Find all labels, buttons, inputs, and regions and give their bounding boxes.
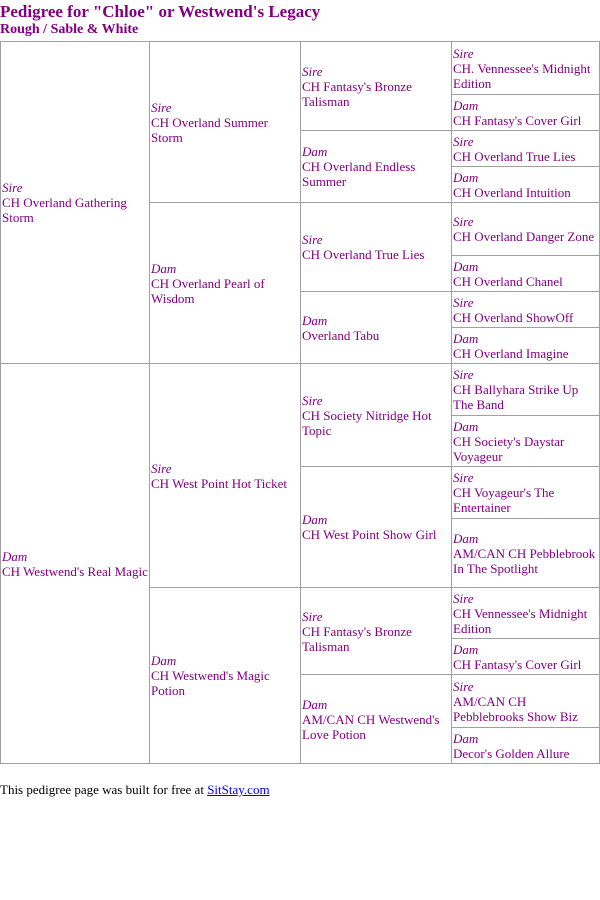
relation-label: Dam <box>453 418 479 434</box>
dog-name: CH Overland Chanel <box>453 273 563 289</box>
gen4-cell: Sire CH Overland ShowOff <box>451 291 600 328</box>
dog-name: CH Ballyhara Strike Up The Band <box>453 382 579 412</box>
gen4-cell: Dam CH Fantasy's Cover Girl <box>451 94 600 131</box>
dog-name: CH Westwend's Real Magic <box>2 563 148 579</box>
dog-name: Decor's Golden Allure <box>453 745 570 761</box>
gen4-cell: Sire AM/CAN CH Pebblebrooks Show Biz <box>451 674 600 728</box>
gen4-cell: Dam AM/CAN CH Pebblebrook In The Spotlig… <box>451 518 600 588</box>
gen3-cell: Dam CH Overland Endless Summer <box>300 130 452 203</box>
gen3-cell: Sire CH Overland True Lies <box>300 202 452 292</box>
gen4-cell: Dam CH Overland Intuition <box>451 166 600 203</box>
dog-name: CH West Point Show Girl <box>302 527 437 542</box>
gen4-cell: Dam Decor's Golden Allure <box>451 727 600 764</box>
dog-name: CH Overland Summer Storm <box>151 114 268 145</box>
sitstay-link[interactable]: SitStay.com <box>207 782 270 797</box>
gen2-cell: Dam CH Westwend's Magic Potion <box>149 587 301 764</box>
relation-label: Dam <box>151 260 177 276</box>
footer: This pedigree page was built for free at… <box>0 782 270 797</box>
relation-label: Dam <box>453 730 479 746</box>
relation-label: Dam <box>302 512 328 527</box>
dog-name: CH Overland True Lies <box>302 247 425 262</box>
gen2-cell: Dam CH Overland Pearl of Wisdom <box>149 202 301 364</box>
gen4-cell: Dam CH Overland Imagine <box>451 327 600 364</box>
relation-label: Dam <box>453 530 479 546</box>
relation-label: Sire <box>453 133 474 149</box>
relation-label: Sire <box>302 63 323 79</box>
gen4-cell: Sire CH Voyageur's The Entertainer <box>451 466 600 519</box>
relation-label: Dam <box>302 144 328 159</box>
page-title: Pedigree for "Chloe" or Westwend's Legac… <box>0 2 321 21</box>
gen1-dam-cell: Dam CH Westwend's Real Magic <box>0 363 150 764</box>
gen3-cell: Dam CH West Point Show Girl <box>300 466 452 588</box>
relation-label: Dam <box>453 641 479 657</box>
gen3-cell: Sire CH Society Nitridge Hot Topic <box>300 363 452 467</box>
dog-name: CH Westwend's Magic Potion <box>151 668 270 698</box>
dog-name: CH Society Nitridge Hot Topic <box>302 407 432 438</box>
dog-name: CH Fantasy's Cover Girl <box>453 112 582 128</box>
dog-name: AM/CAN CH Pebblebrook In The Spotlight <box>453 545 596 576</box>
relation-label: Sire <box>453 590 474 606</box>
dog-name: Overland Tabu <box>302 327 380 343</box>
relation-label: Sire <box>453 214 474 229</box>
gen4-cell: Sire CH. Vennessee's Midnight Edition <box>451 41 600 95</box>
footer-text: This pedigree page was built for free at <box>0 782 208 797</box>
gen3-cell: Sire CH Fantasy's Bronze Talisman <box>300 587 452 675</box>
pedigree-grid: Sire CH Overland Gathering Storm Dam CH … <box>0 41 600 764</box>
dog-name: CH Overland Pearl of Wisdom <box>151 275 265 306</box>
relation-label: Sire <box>453 678 474 694</box>
relation-label: Sire <box>453 367 474 382</box>
dog-name: AM/CAN CH Pebblebrooks Show Biz <box>453 693 578 724</box>
dog-name: CH Overland True Lies <box>453 148 576 164</box>
relation-label: Dam <box>453 330 479 346</box>
dog-name: CH Fantasy's Cover Girl <box>453 656 582 672</box>
dog-name: CH West Point Hot Ticket <box>151 475 287 491</box>
gen4-cell: Sire CH Vennessee's Midnight Edition <box>451 587 600 639</box>
gen4-cell: Dam CH Overland Chanel <box>451 255 600 292</box>
relation-label: Dam <box>2 548 28 564</box>
relation-label: Sire <box>151 99 172 115</box>
dog-name: AM/CAN CH Westwend's Love Potion <box>302 711 440 742</box>
dog-name: CH Voyageur's The Entertainer <box>453 485 555 515</box>
dog-name: CH Overland Danger Zone <box>453 229 595 244</box>
relation-label: Sire <box>151 460 172 476</box>
gen1-sire-cell: Sire CH Overland Gathering Storm <box>0 41 150 364</box>
relation-label: Dam <box>302 312 328 328</box>
gen4-cell: Dam CH Society's Daystar Voyageur <box>451 415 600 467</box>
gen4-cell: Dam CH Fantasy's Cover Girl <box>451 638 600 675</box>
relation-label: Dam <box>453 258 479 274</box>
gen2-cell: Sire CH West Point Hot Ticket <box>149 363 301 588</box>
relation-label: Sire <box>2 180 23 195</box>
dog-name: CH Overland Intuition <box>453 184 571 200</box>
gen3-cell: Dam AM/CAN CH Westwend's Love Potion <box>300 674 452 764</box>
relation-label: Dam <box>453 169 479 185</box>
relation-label: Sire <box>302 392 323 408</box>
dog-name: CH Overland Gathering Storm <box>2 195 127 225</box>
relation-label: Sire <box>302 232 323 247</box>
dog-name: CH Vennessee's Midnight Edition <box>453 605 588 636</box>
dog-name: CH Overland Imagine <box>453 345 569 361</box>
gen3-cell: Sire CH Fantasy's Bronze Talisman <box>300 41 452 131</box>
relation-label: Dam <box>151 653 177 668</box>
relation-label: Sire <box>453 45 474 61</box>
gen4-cell: Sire CH Overland Danger Zone <box>451 202 600 256</box>
dog-name: CH Overland Endless Summer <box>302 159 416 189</box>
dog-name: CH Fantasy's Bronze Talisman <box>302 623 412 654</box>
dog-name: CH Society's Daystar Voyageur <box>453 433 565 464</box>
dog-name: CH Overland ShowOff <box>453 309 574 325</box>
relation-label: Dam <box>302 696 328 712</box>
relation-label: Sire <box>453 470 474 485</box>
dog-name: CH Fantasy's Bronze Talisman <box>302 78 412 109</box>
dog-name: CH. Vennessee's Midnight Edition <box>453 60 591 91</box>
page-subtitle: Rough / Sable & White <box>0 22 139 37</box>
gen2-cell: Sire CH Overland Summer Storm <box>149 41 301 203</box>
relation-label: Dam <box>453 97 479 113</box>
gen4-cell: Sire CH Ballyhara Strike Up The Band <box>451 363 600 416</box>
gen3-cell: Dam Overland Tabu <box>300 291 452 364</box>
gen4-cell: Sire CH Overland True Lies <box>451 130 600 167</box>
relation-label: Sire <box>453 294 474 310</box>
relation-label: Sire <box>302 608 323 624</box>
